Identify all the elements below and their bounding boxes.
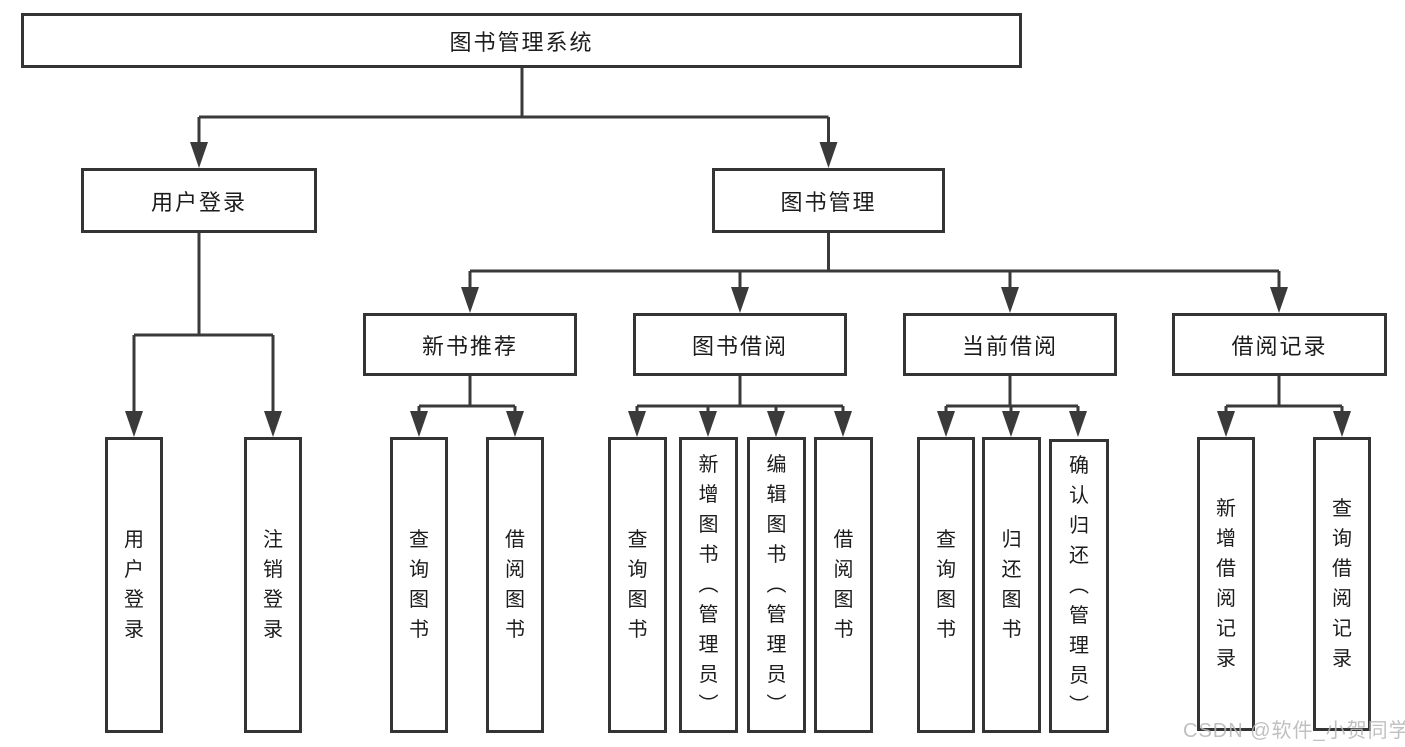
leaf-current-query-books: 查询图书: [917, 437, 975, 733]
leaf-records-add-record: 新增借阅记录: [1197, 437, 1255, 731]
leaf-records-query-record: 查询借阅记录: [1313, 437, 1371, 731]
leaf-logout-login: 注销登录: [244, 437, 302, 733]
node-user-login: 用户登录: [81, 168, 317, 233]
leaf-label: 查询图书: [627, 529, 648, 641]
leaf-label: 确认归还︵管理员︶: [1069, 455, 1089, 717]
node-new-book-recommend: 新书推荐: [363, 313, 577, 376]
leaf-user-login: 用户登录: [105, 437, 163, 733]
leaf-label: 新增图书︵管理员︶: [698, 454, 719, 716]
leaf-label: 新增借阅记录: [1216, 498, 1236, 670]
leaf-newbook-borrow-books: 借阅图书: [486, 437, 544, 733]
leaf-label: 查询图书: [936, 529, 956, 641]
leaf-label: 查询图书: [409, 529, 429, 641]
leaf-label: 用户登录: [124, 529, 144, 641]
leaf-current-return-books: 归还图书: [982, 437, 1041, 733]
node-current-borrow: 当前借阅: [903, 313, 1117, 376]
node-book-management: 图书管理: [712, 168, 945, 233]
leaf-label: 借阅图书: [833, 529, 854, 641]
leaf-label: 归还图书: [1001, 529, 1022, 641]
leaf-label: 编辑图书︵管理员︶: [766, 454, 787, 716]
node-borrow-records: 借阅记录: [1172, 313, 1387, 376]
leaf-borrow-borrow-books: 借阅图书: [814, 437, 873, 733]
leaf-label: 查询借阅记录: [1332, 498, 1352, 670]
leaf-newbook-query-books: 查询图书: [390, 437, 448, 733]
csdn-watermark: CSDN @软件_小贺同学: [1183, 720, 1405, 742]
leaf-borrow-query-books: 查询图书: [608, 437, 667, 733]
leaf-borrow-add-books-admin: 新增图书︵管理员︶: [679, 437, 738, 733]
arrowheads: [125, 142, 1351, 437]
leaf-label: 借阅图书: [505, 529, 525, 641]
node-library-system: 图书管理系统: [21, 13, 1022, 68]
leaf-current-confirm-return-admin: 确认归还︵管理员︶: [1049, 439, 1109, 733]
node-book-borrow: 图书借阅: [633, 313, 847, 376]
leaf-label: 注销登录: [263, 529, 283, 641]
leaf-borrow-edit-books-admin: 编辑图书︵管理员︶: [747, 437, 806, 733]
